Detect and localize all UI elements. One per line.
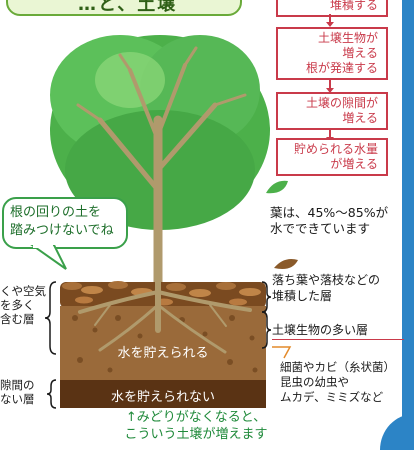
brace-litter xyxy=(261,281,272,313)
flow-box-4-text: 貯められる水量 が増える xyxy=(293,142,378,171)
compact-layer-label: 隙間の ない層 xyxy=(0,378,35,406)
speech-bubble xyxy=(2,197,128,249)
brace-compact xyxy=(46,379,57,409)
speech-bubble-text: 根の回りの土を 踏みつけないでね xyxy=(10,205,114,238)
cannot-store-water-label: 水を貯えられない xyxy=(110,390,215,405)
title-banner-text: …と、土壌 xyxy=(78,0,178,15)
leaf-water-note: 葉は、45%～85%が 水でできています xyxy=(270,205,389,236)
flow-box-3-text: 土壌の隙間が 増える xyxy=(305,96,378,125)
soil-bio-pointer xyxy=(272,346,292,359)
flow-box-3: 土壌の隙間が 増える xyxy=(276,92,388,130)
flow-box-4: 貯められる水量 が増える xyxy=(276,138,388,176)
flow-box-1: 堆積する xyxy=(276,0,388,17)
speech-bubble-tail xyxy=(30,245,67,270)
bottom-caption: ↑みどりがなくなると、 こういう土壌が増えます xyxy=(124,410,268,442)
page-frame-right xyxy=(402,0,414,450)
flow-box-2-text: 土壌生物が 増える 根が発達する xyxy=(305,31,378,75)
porous-layer-label: くや空気 を多く 含む層 xyxy=(0,284,46,326)
flow-box-1-text: 堆積する xyxy=(329,0,378,12)
flow-arrow-icon xyxy=(326,14,334,27)
flow-arrow-icon xyxy=(326,129,334,142)
tree-branches xyxy=(76,46,247,295)
soil-bio-examples-note: 細菌やカビ（糸状菌） 昆虫の幼虫や ムカデ、ミミズなど xyxy=(280,360,395,404)
leaf-icon xyxy=(274,259,298,269)
soil-compact-layer xyxy=(60,380,266,408)
soil-bio-layer-note: 土壌生物の多い層 xyxy=(272,322,404,340)
litter-layer-note: 落ち葉や落枝などの 堆積した層 xyxy=(272,273,381,303)
flow-box-2: 土壌生物が 増える 根が発達する xyxy=(276,27,388,80)
brace-porous xyxy=(44,281,57,355)
flow-arrow-icon xyxy=(326,80,334,93)
stores-water-label: 水を貯えられる xyxy=(117,346,209,361)
leaf-icon xyxy=(266,180,288,194)
tree-roots xyxy=(78,277,252,354)
brace-soil-bio xyxy=(261,311,272,349)
